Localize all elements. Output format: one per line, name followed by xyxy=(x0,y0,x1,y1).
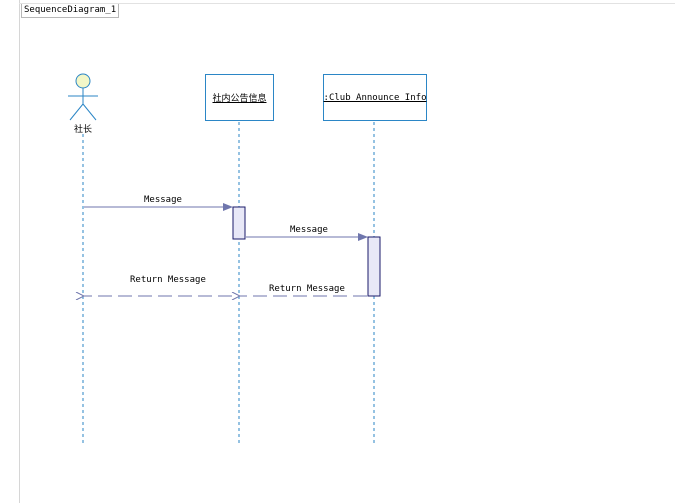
frame-left-border xyxy=(19,0,20,503)
return-message-1-label[interactable]: Return Message xyxy=(130,275,206,285)
actor-figure[interactable] xyxy=(68,73,98,121)
return-message-2-label[interactable]: Return Message xyxy=(269,284,345,294)
message-1-label[interactable]: Message xyxy=(144,195,182,205)
object-2-box[interactable]: :Club_Announce_Info xyxy=(323,74,427,121)
object-1-box[interactable]: 社内公告信息 xyxy=(205,74,274,121)
actor-label[interactable]: 社长 xyxy=(73,125,92,135)
object-1-activation[interactable] xyxy=(232,206,246,240)
frame-top-border xyxy=(19,3,675,4)
message-2-label[interactable]: Message xyxy=(290,225,328,235)
diagram-tab[interactable]: SequenceDiagram_1 xyxy=(21,4,120,18)
object-2-label: :Club_Announce_Info xyxy=(323,92,427,103)
actor-left-leg xyxy=(69,103,84,121)
object-2-activation[interactable] xyxy=(367,236,381,297)
actor-right-leg xyxy=(82,103,97,121)
actor-head xyxy=(75,73,91,89)
object-1-label: 社内公告信息 xyxy=(212,94,267,104)
